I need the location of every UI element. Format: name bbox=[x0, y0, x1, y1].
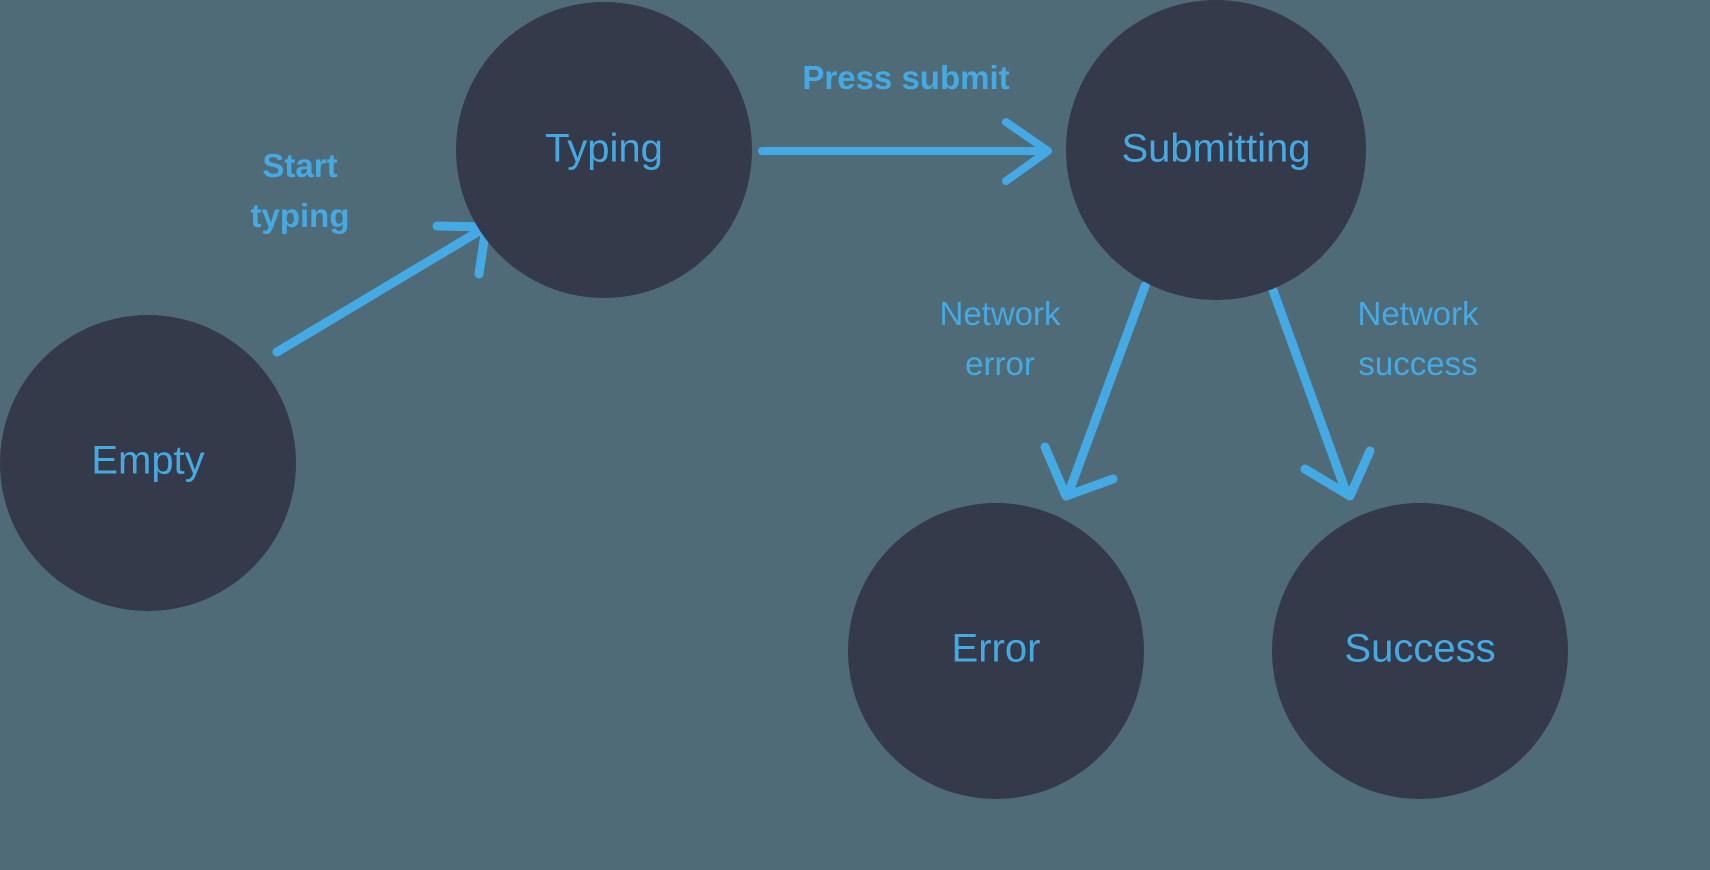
edge-line-network-success bbox=[1265, 277, 1350, 494]
edge-start-typing bbox=[272, 221, 491, 357]
node-success[interactable]: Success bbox=[1272, 503, 1568, 799]
edge-press-submit bbox=[758, 118, 1052, 185]
edge-line-start-typing bbox=[272, 225, 486, 357]
edge-label-line: typing bbox=[251, 197, 350, 234]
node-error[interactable]: Error bbox=[848, 503, 1144, 799]
node-submitting[interactable]: Submitting bbox=[1066, 0, 1366, 300]
edge-label-network-error: Network error bbox=[939, 295, 1061, 382]
edge-label-line: Start bbox=[262, 147, 337, 184]
arrowhead-icon-network-error bbox=[1040, 442, 1118, 501]
edge-network-success bbox=[1265, 277, 1375, 501]
node-label-success: Success bbox=[1344, 627, 1495, 671]
arrowhead-icon-network-success bbox=[1300, 446, 1375, 501]
edge-label-line: Network bbox=[939, 295, 1061, 332]
edge-label-line: error bbox=[965, 345, 1035, 382]
node-typing[interactable]: Typing bbox=[456, 2, 752, 298]
edge-label-line: Network bbox=[1357, 295, 1479, 332]
node-label-submitting: Submitting bbox=[1122, 127, 1311, 171]
node-circle-error[interactable] bbox=[848, 503, 1144, 799]
edge-label-line: Press submit bbox=[802, 59, 1009, 96]
node-label-empty: Empty bbox=[91, 439, 204, 483]
node-circle-typing[interactable] bbox=[456, 2, 752, 298]
edge-line-network-error bbox=[1065, 281, 1150, 494]
edges-layer bbox=[272, 118, 1375, 501]
node-label-error: Error bbox=[952, 627, 1041, 671]
arrowhead-icon-press-submit bbox=[1002, 118, 1052, 185]
node-circle-success[interactable] bbox=[1272, 503, 1568, 799]
node-circle-empty[interactable] bbox=[0, 315, 296, 611]
edge-label-start-typing: Start typing bbox=[251, 147, 350, 234]
edge-label-network-success: Network success bbox=[1357, 295, 1479, 382]
node-circle-submitting[interactable] bbox=[1066, 0, 1366, 300]
node-empty[interactable]: Empty bbox=[0, 315, 296, 611]
edge-label-line: success bbox=[1358, 345, 1477, 382]
edge-label-press-submit: Press submit bbox=[802, 59, 1009, 96]
node-label-typing: Typing bbox=[545, 127, 663, 171]
edge-network-error bbox=[1040, 281, 1150, 501]
